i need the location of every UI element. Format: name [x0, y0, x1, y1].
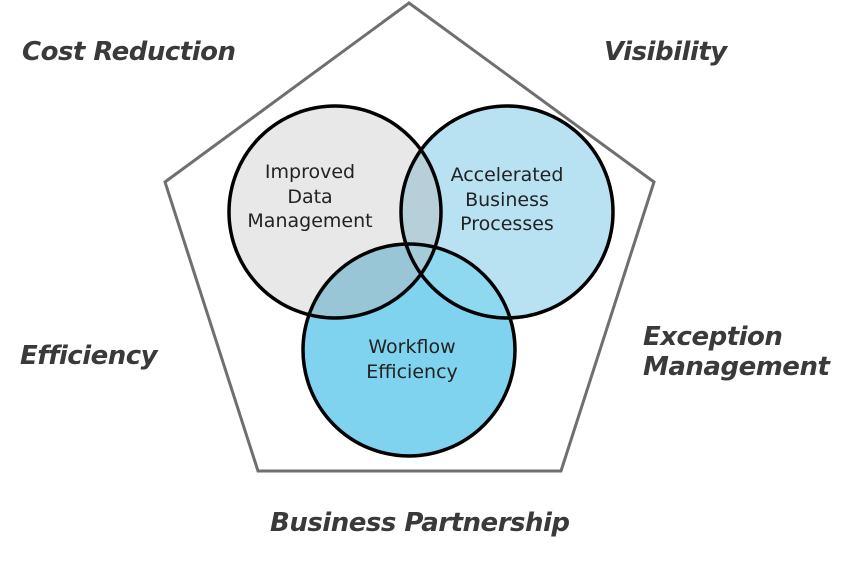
- label-processes: Processes: [460, 213, 554, 236]
- circle-business-processes-outline: [399, 104, 615, 320]
- label-improved: Improved: [264, 161, 356, 183]
- label-workflow: Workflow: [368, 336, 456, 358]
- label-efficiency: Efficiency: [20, 341, 158, 371]
- label-improved-data-management: Improved Data Management: [240, 160, 380, 234]
- circle-data-management-outline: [227, 104, 443, 320]
- label-workflow-efficiency: Workflow Efficiency: [342, 335, 482, 384]
- circle-workflow-efficiency-outline: [301, 242, 517, 458]
- label-management: Management: [247, 210, 373, 233]
- label-exception-management: Exception Management: [643, 322, 830, 383]
- label-accelerated-business-processes: Accelerated Business Processes: [437, 163, 577, 237]
- label-accelerated: Accelerated: [450, 164, 564, 186]
- label-data: Data: [287, 185, 333, 208]
- overlap-processes-workflow: [401, 244, 515, 318]
- label-cost-reduction: Cost Reduction: [22, 37, 236, 67]
- label-exception-line2: Management: [643, 351, 830, 382]
- label-business-partnership: Business Partnership: [270, 508, 570, 538]
- label-business: Business: [465, 188, 549, 211]
- label-visibility: Visibility: [604, 37, 727, 67]
- label-exception-line1: Exception: [643, 322, 783, 352]
- label-efficiency-inner: Efficiency: [366, 360, 458, 383]
- overlap-data-workflow: [303, 244, 441, 318]
